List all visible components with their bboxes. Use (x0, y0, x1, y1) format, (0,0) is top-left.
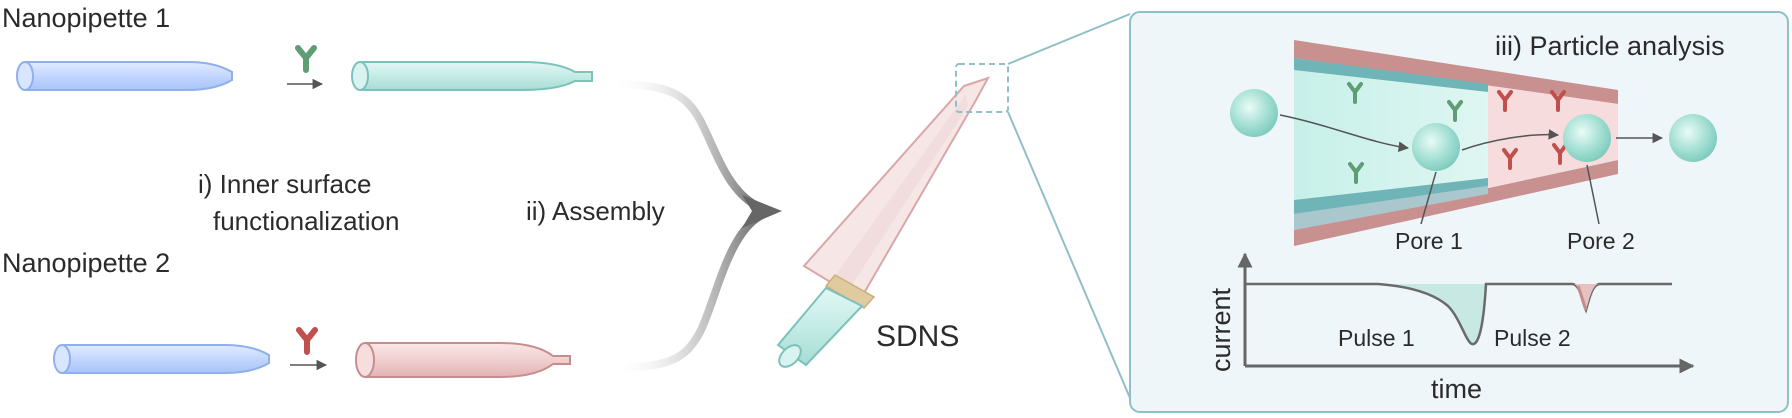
step-1-label-line-2: functionalization (213, 206, 399, 236)
step-3-label: iii) Particle analysis (1495, 31, 1725, 61)
nanopipette-2-label: Nanopipette 2 (2, 248, 170, 278)
zoom-box (955, 63, 1009, 113)
x-axis-label: time (1431, 374, 1482, 404)
pink-pipette-2 (355, 342, 571, 378)
particle-icon (1563, 114, 1611, 162)
pore-2-pointer (1586, 164, 1600, 225)
y-axis-label: current (1206, 287, 1236, 372)
antibody-red-icon (1497, 90, 1568, 170)
step-2-label: ii) Assembly (526, 196, 665, 226)
sdns-device (776, 76, 991, 368)
assembly-arrow (608, 80, 782, 372)
antibody-green-icon (295, 45, 317, 73)
pore-1-pointer (1420, 171, 1437, 225)
particle-icon (1230, 89, 1278, 137)
pore-1-label: Pore 1 (1395, 228, 1463, 254)
zoom-line-top (1007, 13, 1131, 65)
particle-icon (1412, 123, 1460, 171)
step-1-label-line-1: i) Inner surface (198, 169, 371, 199)
pulse-1-label: Pulse 1 (1338, 325, 1415, 351)
teal-pipette-1 (351, 61, 593, 91)
antibody-red-icon (296, 327, 318, 355)
sdns-label: SDNS (876, 320, 959, 353)
zoom-line-bottom (1007, 111, 1131, 399)
blue-pipette-2 (53, 344, 270, 374)
blue-pipette-1 (16, 61, 233, 91)
pore-2-label: Pore 2 (1567, 228, 1635, 254)
nanopipette-1-label: Nanopipette 1 (2, 3, 170, 33)
particle-path-arrow (1461, 129, 1560, 151)
particle-icon (1669, 114, 1717, 162)
current-trace (1245, 282, 1672, 346)
pulse-2-label: Pulse 2 (1494, 325, 1571, 351)
particle-path-arrow (1279, 114, 1410, 152)
